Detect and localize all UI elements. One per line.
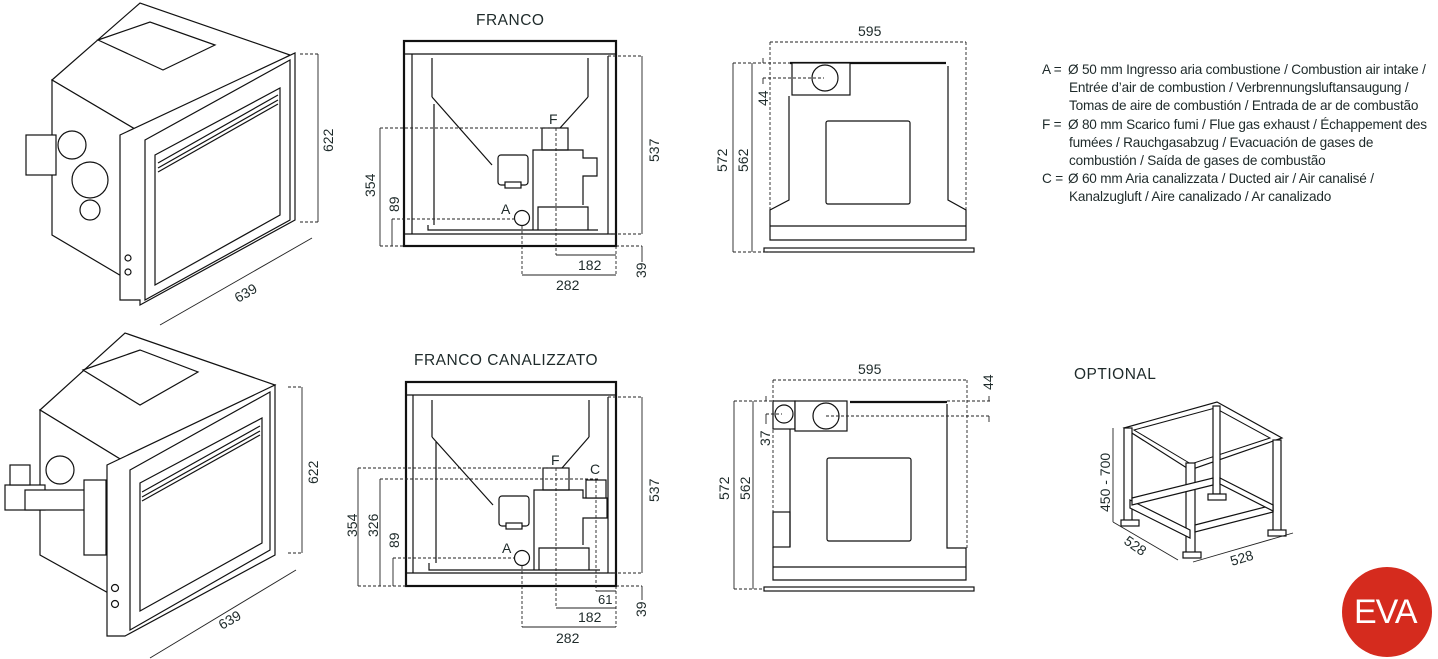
- iso-view-franco-canalizzato: 622 639: [4, 332, 321, 659]
- dim-61: 61: [598, 592, 612, 607]
- iso-view-franco: 622 639: [25, 2, 336, 326]
- franco-top-view: 595 572 562 44: [714, 23, 975, 253]
- dim-width-528: 528: [1228, 547, 1255, 569]
- dim-282: 282: [556, 277, 580, 293]
- legend-item-c: C = Ø 60 mm Aria canalizzata / Ducted ai…: [1042, 170, 1438, 206]
- eva-logo: EVA: [1342, 567, 1432, 657]
- legend-item-f: F = Ø 80 mm Scarico fumi / Flue gas exha…: [1042, 116, 1438, 171]
- dim-39: 39: [633, 262, 649, 278]
- dim-height-622: 622: [305, 460, 321, 484]
- dim-537: 537: [646, 478, 662, 502]
- legend-text: Ø 80 mm Scarico fumi / Flue gas exhaust …: [1068, 116, 1427, 169]
- dim-354: 354: [344, 513, 360, 537]
- legend-key: A =: [1042, 62, 1062, 77]
- dim-562: 562: [735, 148, 751, 172]
- legend-key: C =: [1042, 171, 1063, 187]
- dim-572: 572: [716, 476, 732, 500]
- dim-182: 182: [578, 257, 602, 273]
- franco-front-view: F A 354 89 537 182 282 39: [362, 39, 662, 293]
- dim-182: 182: [578, 609, 602, 625]
- dim-89: 89: [386, 196, 402, 212]
- title-franco-canalizzato: FRANCO CANALIZZATO: [414, 352, 599, 369]
- logo-text: EVA: [1354, 593, 1418, 631]
- dim-44: 44: [755, 90, 771, 106]
- dim-354: 354: [362, 173, 378, 197]
- franco-canalizzato-front-view: F C A 354 326 89 537 61 182 282 39: [344, 380, 662, 646]
- title-franco: FRANCO: [476, 12, 545, 29]
- dim-595: 595: [858, 361, 882, 377]
- dim-height-622: 622: [320, 128, 336, 152]
- label-f: F: [551, 452, 560, 468]
- dim-282: 282: [556, 630, 580, 646]
- franco-canalizzato-top-view: 595 572 562 37 44: [716, 361, 996, 592]
- optional-stand: 450 - 700 528 528: [1097, 401, 1294, 569]
- label-c: C: [590, 461, 600, 477]
- dim-depth-528: 528: [1121, 532, 1149, 559]
- dim-89: 89: [386, 532, 402, 548]
- dim-39: 39: [633, 601, 649, 617]
- legend: A = Ø 50 mm Ingresso aria combustione / …: [1042, 61, 1438, 207]
- dim-depth-639: 639: [232, 280, 260, 306]
- label-a: A: [502, 540, 512, 556]
- legend-text: Ø 50 mm Ingresso aria combustione / Comb…: [1068, 62, 1426, 114]
- dim-537: 537: [646, 138, 662, 162]
- dim-595: 595: [858, 23, 882, 39]
- legend-key: F =: [1042, 116, 1062, 132]
- dim-326: 326: [365, 513, 381, 537]
- dim-44: 44: [980, 374, 996, 390]
- dim-37: 37: [757, 430, 773, 446]
- dim-depth-639: 639: [216, 607, 244, 633]
- label-f: F: [549, 111, 558, 127]
- title-optional: OPTIONAL: [1074, 366, 1157, 383]
- dim-562: 562: [737, 476, 753, 500]
- dim-height-450-700: 450 - 700: [1097, 453, 1113, 512]
- dim-572: 572: [714, 148, 730, 172]
- label-a: A: [501, 201, 511, 217]
- legend-text: Ø 60 mm Aria canalizzata / Ducted air / …: [1068, 171, 1374, 205]
- legend-item-a: A = Ø 50 mm Ingresso aria combustione / …: [1042, 61, 1438, 116]
